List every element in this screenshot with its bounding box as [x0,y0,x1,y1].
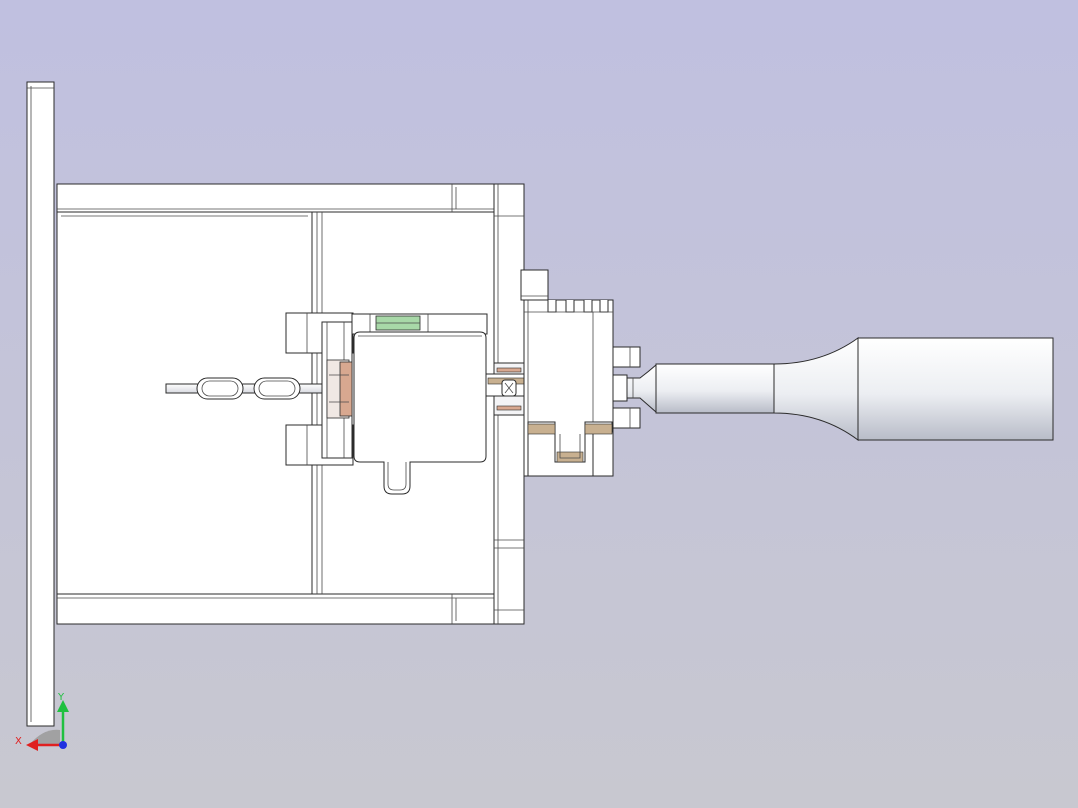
rod-slot-1 [196,377,244,400]
base-plate[interactable] [26,81,55,727]
green-strip [351,313,488,335]
rod-slot-2 [253,377,301,400]
transducer-mount[interactable] [520,269,614,477]
axis-triad: Y X [15,692,69,751]
x-axis-label: X [15,736,22,747]
y-axis-label: Y [57,692,65,703]
z-axis-dot [59,741,67,749]
frame-end-plate[interactable] [493,183,525,625]
copper-shim [496,367,522,373]
slide-holder[interactable] [285,312,354,466]
ultrasonic-horn[interactable] [626,337,1054,441]
copper-contact [339,361,353,417]
shaft-fitting[interactable] [485,373,527,397]
clamp-lugs[interactable] [612,346,641,429]
